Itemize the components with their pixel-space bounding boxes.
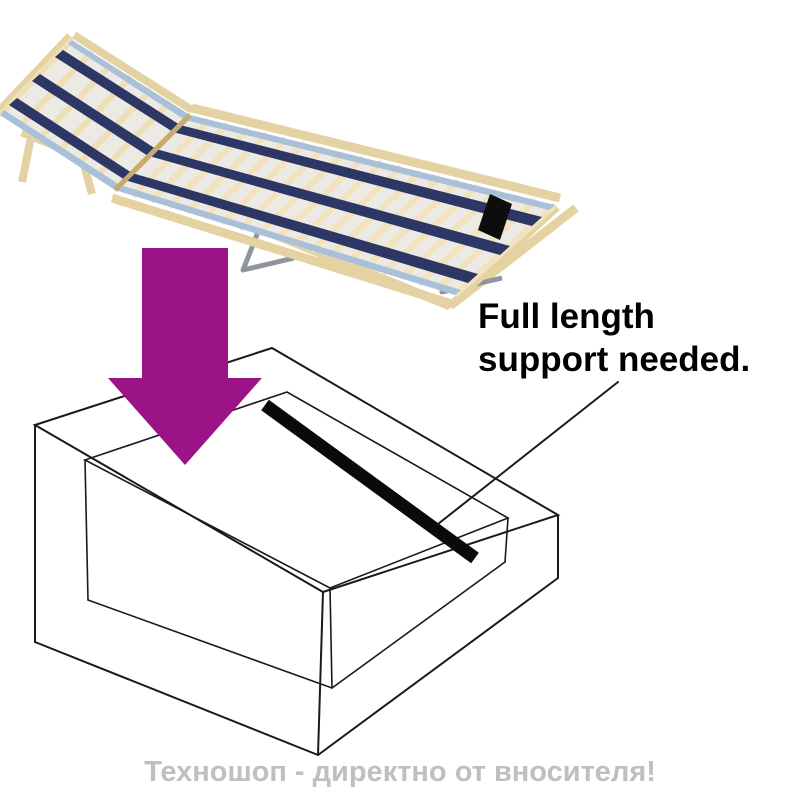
footer-text: Техношоп - директно от вносителя!	[144, 756, 656, 788]
bed-navy-bands	[9, 50, 542, 283]
down-arrow-shape	[108, 248, 262, 465]
bed-hinge-bar	[113, 113, 192, 192]
holder-row-head-near	[0, 110, 120, 190]
holder-row-near	[115, 185, 461, 295]
bed-frame-wireframe	[32, 346, 619, 756]
slatted-bed-base-illustration	[0, 31, 579, 311]
annotation-line2: support needed.	[478, 339, 751, 379]
holder-row-far	[185, 115, 555, 210]
bed-slat-holders	[0, 40, 555, 295]
holder-row-head-far	[68, 40, 190, 120]
wireframe-outer-rim	[32, 346, 561, 594]
annotation-text: Full length support needed.	[478, 296, 750, 381]
support-beam-stripe	[261, 399, 479, 564]
bed-near-rail	[110, 193, 454, 309]
pointer-line	[437, 381, 619, 525]
bed-black-strap	[478, 194, 512, 240]
bed-side-rails	[0, 31, 562, 300]
down-arrow	[108, 248, 262, 465]
annotation-line1: Full length	[478, 297, 655, 336]
